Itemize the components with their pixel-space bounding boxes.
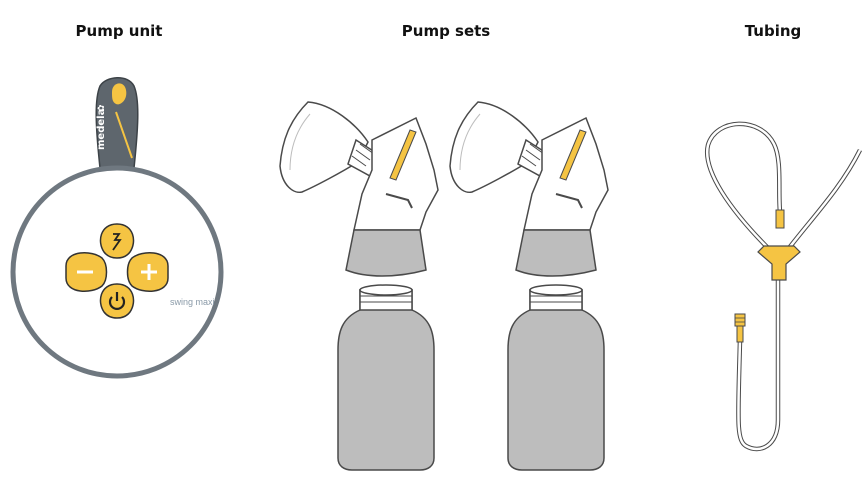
tubing-pump-connector xyxy=(735,314,745,342)
plus-button[interactable] xyxy=(128,253,169,292)
tubing-y-connector xyxy=(758,246,800,280)
pump-unit: medela ✿ sw xyxy=(13,78,221,376)
pump-strap: medela ✿ xyxy=(96,78,138,168)
power-button[interactable] xyxy=(100,284,133,318)
pump-set-right xyxy=(450,102,608,470)
svg-text:✿: ✿ xyxy=(97,104,107,112)
model-label: swing maxi xyxy=(170,297,215,307)
tubing-cap-connector xyxy=(776,210,784,228)
pump-set-left xyxy=(280,102,438,470)
pump-body xyxy=(13,168,221,376)
minus-button[interactable] xyxy=(66,253,107,292)
expression-mode-button[interactable] xyxy=(100,224,133,258)
brand-logo: medela xyxy=(96,109,107,150)
tubing xyxy=(707,124,860,449)
